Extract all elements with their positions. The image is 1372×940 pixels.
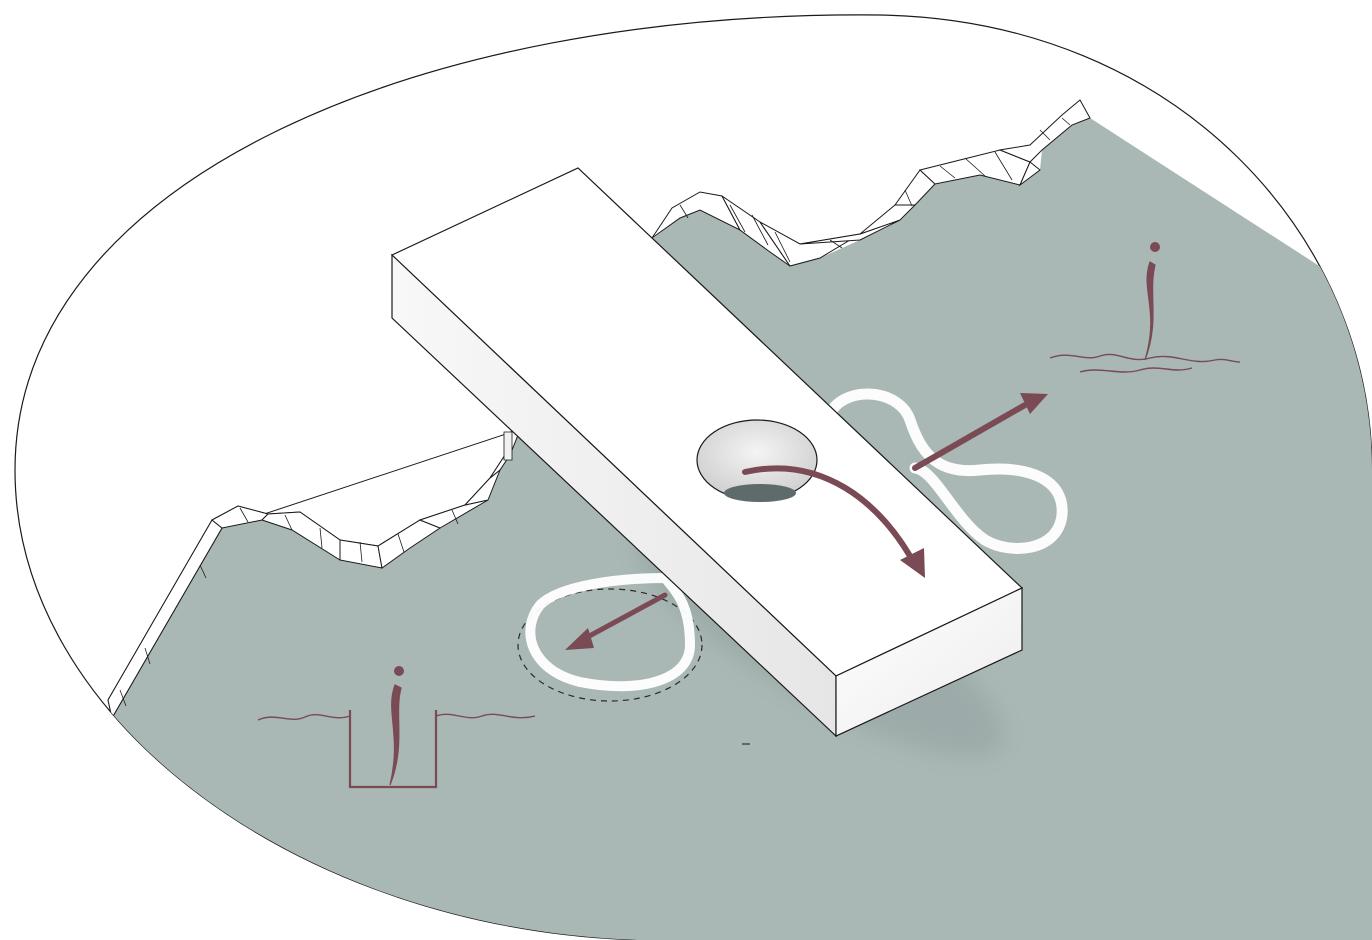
opening-water [724,484,796,502]
slab-post [504,432,512,460]
